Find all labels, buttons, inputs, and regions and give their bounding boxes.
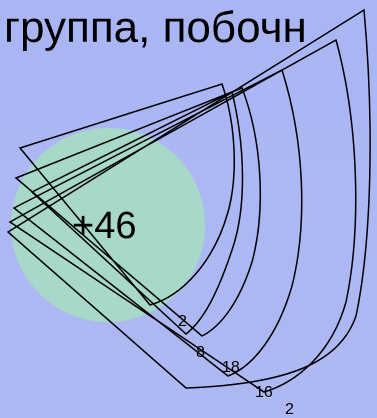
orbital-lobe-2	[14, 87, 261, 337]
shell-count-1: 2	[178, 313, 187, 330]
orbital-lobe-3	[12, 68, 303, 377]
shell-count-5: 2	[285, 401, 294, 418]
orbital-lobe-6	[30, 90, 244, 335]
nucleus-charge-label: +46	[72, 205, 136, 247]
orbital-lobe-5	[6, 8, 371, 389]
nucleus-circle	[11, 128, 205, 322]
shell-count-2: 8	[196, 344, 205, 361]
orbital-lobe-4	[8, 38, 357, 393]
shell-count-3: 18	[222, 359, 240, 376]
orbital-lobe-1	[18, 83, 235, 306]
slide-heading: группа, побочн	[4, 3, 307, 52]
shell-count-4: 16	[255, 384, 273, 401]
